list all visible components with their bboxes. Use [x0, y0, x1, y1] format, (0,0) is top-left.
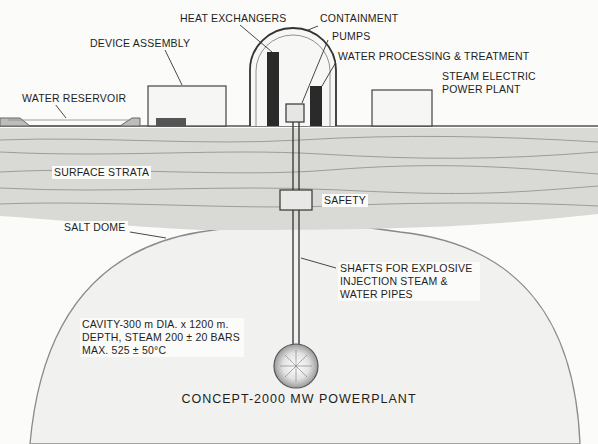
- pump: [286, 104, 304, 122]
- region-label: SURFACE STRATA: [52, 166, 151, 179]
- salt-dome: [30, 225, 580, 444]
- callout-label: STEAM ELECTRIC POWER PLANT: [440, 70, 544, 96]
- containment-dome: [250, 28, 336, 126]
- cavity-texture: [280, 350, 312, 382]
- note-text: CAVITY-300 m DIA. x 1200 m. DEPTH, STEAM…: [80, 318, 244, 357]
- containment-inner: [256, 35, 330, 126]
- water-reservoir: [0, 118, 140, 126]
- region-label: SALT DOME: [62, 221, 128, 234]
- power-plant-building: [372, 90, 432, 126]
- callout-label: PUMPS: [330, 30, 372, 43]
- safety-plug: [280, 190, 312, 210]
- callout-label: WATER RESERVOIR: [20, 92, 128, 105]
- callout-label: SAFETY: [322, 194, 368, 207]
- callout-label: HEAT EXCHANGERS: [178, 12, 288, 25]
- shaft: [293, 122, 299, 345]
- water-surface: [8, 120, 130, 121]
- figure-title: CONCEPT-2000 MW POWERPLANT: [179, 392, 418, 408]
- device-assembly-building: [148, 86, 226, 126]
- callout-label: SHAFTS FOR EXPLOSIVE INJECTION STEAM & W…: [338, 262, 480, 301]
- callout-label: DEVICE ASSEMBLY: [88, 37, 192, 50]
- assembly-equipment: [156, 118, 186, 126]
- heat-exchanger: [310, 86, 322, 126]
- cavity: [274, 344, 318, 388]
- heat-exchanger: [267, 52, 279, 126]
- callout-label: WATER PROCESSING & TREATMENT: [336, 50, 531, 63]
- callout-label: CONTAINMENT: [318, 12, 400, 25]
- leader-lines: [55, 25, 336, 268]
